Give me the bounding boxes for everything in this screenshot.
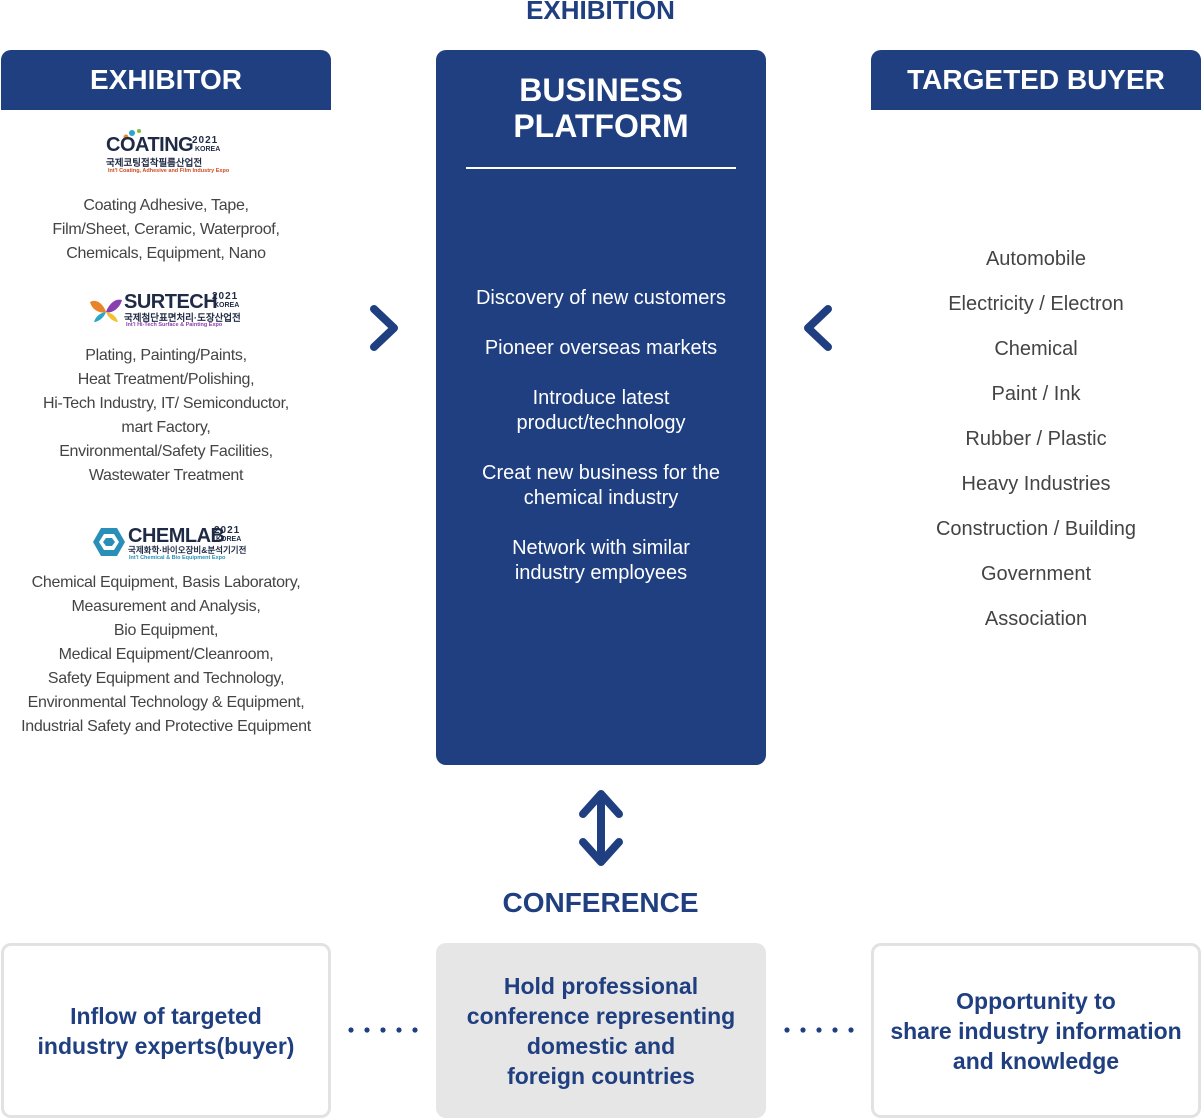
category-line: Medical Equipment/Cleanroom, <box>58 646 274 663</box>
conference-center-text: Hold professional conference representin… <box>466 972 736 1089</box>
buyer-item: Electricity / Electron <box>948 293 1124 315</box>
buyer-item: Automobile <box>985 248 1087 270</box>
coating-mark-icon <box>123 129 141 140</box>
conference-box-right: Opportunity to share industry informatio… <box>871 943 1201 1118</box>
category-line: Measurement and Analysis, <box>71 598 261 615</box>
conference-title: CONFERENCE <box>502 887 699 918</box>
category-line: Chemicals, Equipment, Nano <box>66 245 266 262</box>
surtech-logo-name: SURTECH <box>124 291 218 313</box>
category-line: Plating, Painting/Paints, <box>85 347 247 364</box>
category-line: Environmental Technology & Equipment, <box>27 694 305 711</box>
category-line: Bio Equipment, <box>113 622 219 639</box>
dots-icon <box>348 1027 418 1033</box>
buyer-item: Chemical <box>994 338 1078 360</box>
benefit-item: Pioneer overseas markets <box>484 337 718 359</box>
chemlab-logo-year: 2021 <box>214 525 241 536</box>
chevron-right-icon <box>370 305 398 351</box>
category-line: Hi-Tech Industry, IT/ Semiconductor, <box>43 395 289 412</box>
coating-logo-korea: KOREA <box>195 146 221 153</box>
category-line: Heat Treatment/Polishing, <box>77 371 255 388</box>
category-line: mart Factory, <box>121 419 211 436</box>
buyer-item: Paint / Ink <box>991 383 1081 405</box>
coating-logo-korean: 국제코팅접착필름산업전 <box>106 158 203 169</box>
coating-logo: COATING 2021 KOREA 국제코팅접착필름산업전 Int'l Coa… <box>106 125 230 177</box>
surtech-logo-year: 2021 <box>212 291 239 302</box>
category-line: Environmental/Safety Facilities, <box>59 443 273 460</box>
conference-right-text: Opportunity to share industry informatio… <box>890 987 1182 1074</box>
chemlab-logo-english: Int'l Chemical & Bio Equipment Expo <box>129 555 226 561</box>
targeted-buyer-header: TARGETED BUYER <box>871 50 1201 110</box>
platform-divider <box>466 167 736 169</box>
category-line: Industrial Safety and Protective Equipme… <box>21 718 311 735</box>
business-platform-panel: BUSINESS PLATFORM Discovery of new custo… <box>436 50 766 765</box>
benefit-item: Network with similar industry employees <box>512 537 690 584</box>
chemlab-logo-korean: 국제화학·바이오장비&분석기기전 <box>128 545 247 555</box>
buyer-item: Heavy Industries <box>961 473 1111 495</box>
conference-box-left: Inflow of targeted industry experts(buye… <box>1 943 331 1118</box>
buyer-item: Government <box>980 563 1092 585</box>
conference-box-center: Hold professional conference representin… <box>436 943 766 1118</box>
exhibitor-header: EXHIBITOR <box>1 50 331 110</box>
surtech-mark-icon <box>90 299 122 322</box>
category-line: Film/Sheet, Ceramic, Waterproof, <box>52 221 280 238</box>
benefit-item: Creat new business for the chemical indu… <box>482 462 720 509</box>
buyer-item: Rubber / Plastic <box>965 428 1107 450</box>
coating-categories: Coating Adhesive, Tape, Film/Sheet, Cera… <box>1 194 331 266</box>
chemlab-logo-name: CHEMLAB <box>128 525 225 547</box>
conference-left-text: Inflow of targeted industry experts(buye… <box>37 1002 295 1059</box>
chemlab-categories: Chemical Equipment, Basis Laboratory, Me… <box>1 571 331 739</box>
buyer-item: Association <box>984 608 1088 630</box>
benefit-item: Introduce latest product/technology <box>516 387 686 434</box>
buyer-item: Construction / Building <box>935 518 1137 540</box>
surtech-logo-korea: KOREA <box>214 302 240 309</box>
surtech-logo-english: Int'l Hi-Tech Surface & Painting Expo <box>126 322 223 328</box>
category-line: Coating Adhesive, Tape, <box>83 197 249 214</box>
surtech-logo-korean: 국제첨단표면처리·도장산업전 <box>124 313 241 324</box>
chemlab-mark-icon <box>93 528 125 556</box>
surtech-categories: Plating, Painting/Paints, Heat Treatment… <box>1 344 331 488</box>
dots-icon <box>784 1027 854 1033</box>
exhibitor-column: COATING 2021 KOREA 국제코팅접착필름산업전 Int'l Coa… <box>1 110 331 739</box>
coating-logo-english: Int'l Coating, Adhesive and Film Industr… <box>108 168 230 174</box>
chevron-left-icon <box>804 305 832 351</box>
coating-logo-year: 2021 <box>192 135 219 146</box>
platform-benefits: Discovery of new customers Pioneer overs… <box>456 286 746 611</box>
platform-title: BUSINESS PLATFORM <box>513 72 689 144</box>
updown-arrow-icon <box>579 790 623 866</box>
chemlab-logo: CHEMLAB 2021 KOREA 국제화학·바이오장비&분석기기전 Int'… <box>92 525 246 571</box>
exhibition-title: EXHIBITION <box>526 0 675 25</box>
surtech-logo: SURTECH 2021 KOREA 국제첨단표면처리·도장산업전 Int'l … <box>88 291 244 337</box>
buyer-list: Automobile Electricity / Electron Chemic… <box>871 244 1201 649</box>
benefit-item: Discovery of new customers <box>475 287 727 309</box>
category-line: Wastewater Treatment <box>88 467 244 484</box>
category-line: Safety Equipment and Technology, <box>47 670 285 687</box>
chemlab-logo-korea: KOREA <box>216 536 242 543</box>
category-line: Chemical Equipment, Basis Laboratory, <box>31 574 301 591</box>
coating-logo-name: COATING <box>106 134 194 156</box>
